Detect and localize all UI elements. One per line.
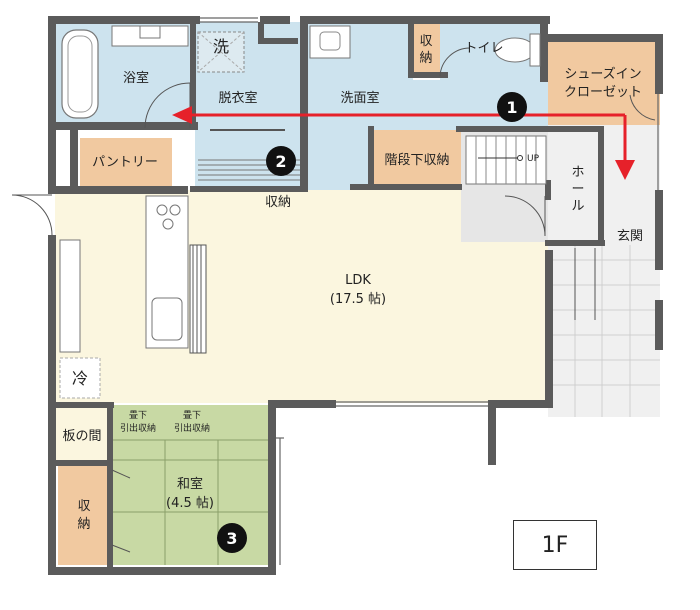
- room-label-dressing: 脱衣室: [218, 90, 257, 106]
- room-label-entrance: 玄関: [617, 229, 643, 244]
- kitchen-bar: [189, 244, 207, 354]
- kitchen-sink: [151, 297, 183, 341]
- shoes-closet-floor: [548, 40, 660, 125]
- route-arrowhead-left: [172, 106, 192, 124]
- staircase: [465, 135, 547, 185]
- marker-3-label: 3: [226, 529, 237, 548]
- left-cabinet: [59, 239, 81, 353]
- stair-up-label: UP: [527, 154, 540, 164]
- room-label-ldk: LDK: [345, 273, 371, 288]
- room-label-washitsu: 和室: [177, 476, 203, 492]
- room-label-bath: 浴室: [123, 70, 149, 86]
- tatami-grid: [112, 439, 272, 565]
- room-label-shoes-closet-2: クローゼット: [564, 85, 642, 100]
- room-label-tatami-storage-a2: 引出収納: [120, 422, 156, 434]
- storage-left-floor: [58, 465, 110, 565]
- walls: [48, 16, 663, 575]
- storage-top-floor: [413, 22, 440, 77]
- washroom-floor-2: [413, 80, 548, 132]
- bathtub: [61, 29, 99, 119]
- room-label-storage-left-2: 納: [77, 517, 90, 532]
- room-label-shoes-closet-1: シューズイン: [564, 66, 641, 82]
- marker-3: [217, 523, 247, 553]
- marker-1: [497, 92, 527, 122]
- marker-1-label: 1: [506, 98, 517, 117]
- room-label-washroom: 洗面室: [340, 90, 379, 106]
- room-label-storage-top-1: 収: [419, 34, 432, 49]
- route-arrow: [190, 113, 627, 165]
- room-label-ldk-size: (17.5 帖): [330, 292, 386, 307]
- room-label-washitsu-size: (4.5 帖): [166, 496, 214, 511]
- room-label-hall-1: ホ: [571, 165, 584, 180]
- fridge-box: [59, 357, 101, 399]
- room-label-board: 板の間: [62, 429, 101, 444]
- board-floor: [55, 405, 107, 460]
- stove-burner: [156, 204, 168, 216]
- washroom-sink: [309, 25, 351, 59]
- room-label-laundry: 洗: [213, 37, 229, 56]
- pantry-floor: [80, 138, 172, 186]
- room-label-understair: 階段下収納: [384, 153, 449, 168]
- room-label-tatami-storage-b1: 畳下: [183, 410, 201, 421]
- room-label-pantry: パントリー: [92, 155, 158, 170]
- washitsu-sliding-doors: [111, 469, 131, 553]
- kitchen-counter: [145, 195, 189, 349]
- stair-arrow-dot: [517, 155, 523, 161]
- room-label-storage-top-2: 納: [419, 51, 432, 66]
- room-label-storage-mid: 収納: [265, 195, 291, 210]
- windows: [200, 17, 659, 565]
- marker-2-label: 2: [275, 152, 286, 171]
- room-label-tatami-storage-b2: 引出収納: [174, 422, 210, 434]
- room-label-hall-2: ー: [571, 182, 584, 197]
- understair-floor: [373, 130, 461, 185]
- floor-label: 1F: [513, 520, 597, 570]
- marker-2: [266, 146, 296, 176]
- room-label-hall-3: ル: [571, 199, 584, 214]
- room-label-fridge: 冷: [72, 369, 88, 388]
- room-label-storage-left-1: 収: [77, 499, 90, 514]
- room-label-tatami-storage-a1: 畳下: [129, 410, 147, 421]
- route-arrowhead-down: [615, 160, 635, 180]
- room-label-toilet: トイレ: [464, 41, 503, 56]
